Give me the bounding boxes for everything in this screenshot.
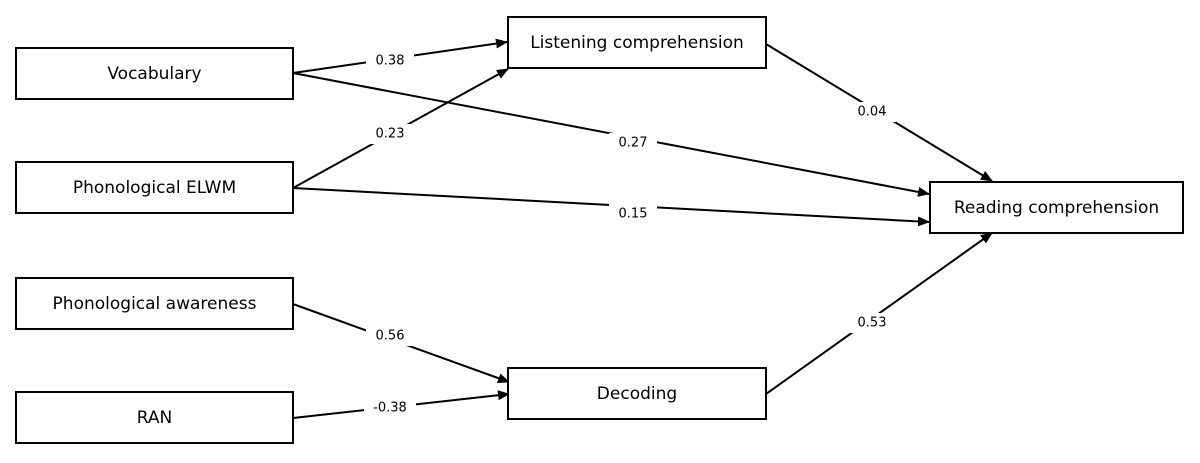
coef-elwm-to-listening: 0.23 [366,124,414,144]
node-phonological-awareness: Phonological awareness [15,277,294,330]
node-label: Decoding [597,384,677,404]
coef-text: 0.53 [858,316,887,331]
coef-awareness-to-decoding: 0.56 [366,326,414,346]
coef-vocabulary-to-listening: 0.38 [366,51,414,71]
node-vocabulary: Vocabulary [15,47,294,100]
node-decoding: Decoding [507,367,767,420]
coef-decoding-to-reading: 0.53 [848,313,896,333]
coef-listening-to-reading: 0.04 [848,102,896,122]
node-label: Reading comprehension [954,198,1159,218]
coef-text: 0.27 [619,136,648,151]
coef-text: 0.15 [619,207,648,222]
coef-text: 0.04 [858,105,887,120]
coef-ran-to-decoding: -0.38 [364,398,416,418]
node-label: Listening comprehension [530,33,744,53]
node-reading-comprehension: Reading comprehension [929,181,1184,234]
coef-elwm-to-reading: 0.15 [609,204,657,224]
node-label: RAN [137,408,172,428]
node-label: Phonological ELWM [73,178,236,198]
node-ran: RAN [15,391,294,444]
node-phonological-elwm: Phonological ELWM [15,161,294,214]
coef-text: 0.56 [376,329,405,344]
coef-text: 0.23 [376,127,405,142]
node-listening-comprehension: Listening comprehension [507,16,767,69]
coef-text: 0.38 [376,54,405,69]
coef-text: -0.38 [373,401,407,416]
node-label: Vocabulary [107,64,201,84]
node-label: Phonological awareness [53,294,257,314]
coef-vocabulary-to-reading: 0.27 [609,133,657,153]
